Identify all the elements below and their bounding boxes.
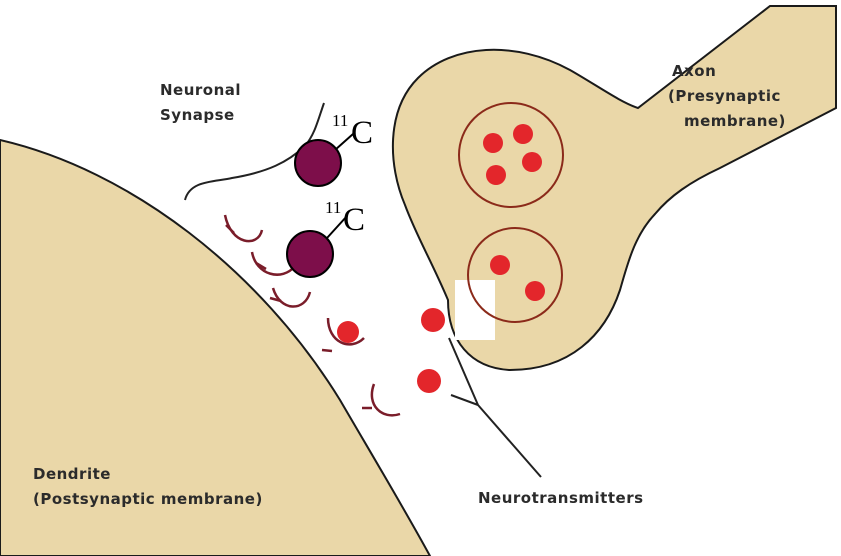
released-neurotransmitter bbox=[417, 369, 441, 393]
released-neurotransmitter bbox=[421, 308, 445, 332]
dendrite-label-line2: (Postsynaptic membrane) bbox=[33, 490, 263, 508]
neurotransmitters-label: Neurotransmitters bbox=[478, 489, 644, 507]
tracer-element-symbol: C bbox=[351, 115, 373, 151]
synapse-label-line2: Synapse bbox=[160, 106, 235, 124]
neurotransmitter-dot bbox=[483, 133, 503, 153]
carbon-11-tracer: 11 C bbox=[287, 198, 365, 277]
neurotransmitter-dot bbox=[486, 165, 506, 185]
receptor bbox=[225, 215, 262, 241]
cleft-gap bbox=[455, 280, 495, 340]
tracer-mass-number: 11 bbox=[325, 198, 341, 217]
neurotransmitter-dot bbox=[522, 152, 542, 172]
neurotransmitter-dot bbox=[490, 255, 510, 275]
neurotransmitter-dot bbox=[513, 124, 533, 144]
dendrite-label-line1: Dendrite bbox=[33, 465, 111, 483]
neurotransmitter-dot bbox=[525, 281, 545, 301]
tracer-element-symbol: C bbox=[343, 202, 365, 238]
tracer-mass-number: 11 bbox=[332, 111, 348, 130]
axon-label-line2: (Presynaptic bbox=[668, 87, 781, 105]
axon-label-line3: membrane) bbox=[684, 112, 786, 130]
synapse-label-line1: Neuronal bbox=[160, 81, 241, 99]
carbon-11-tracer: 11 C bbox=[295, 111, 373, 186]
receptor bbox=[270, 288, 310, 307]
receptor bbox=[362, 384, 400, 415]
axon-label-line1: Axon bbox=[672, 62, 716, 80]
released-neurotransmitter bbox=[337, 321, 359, 343]
